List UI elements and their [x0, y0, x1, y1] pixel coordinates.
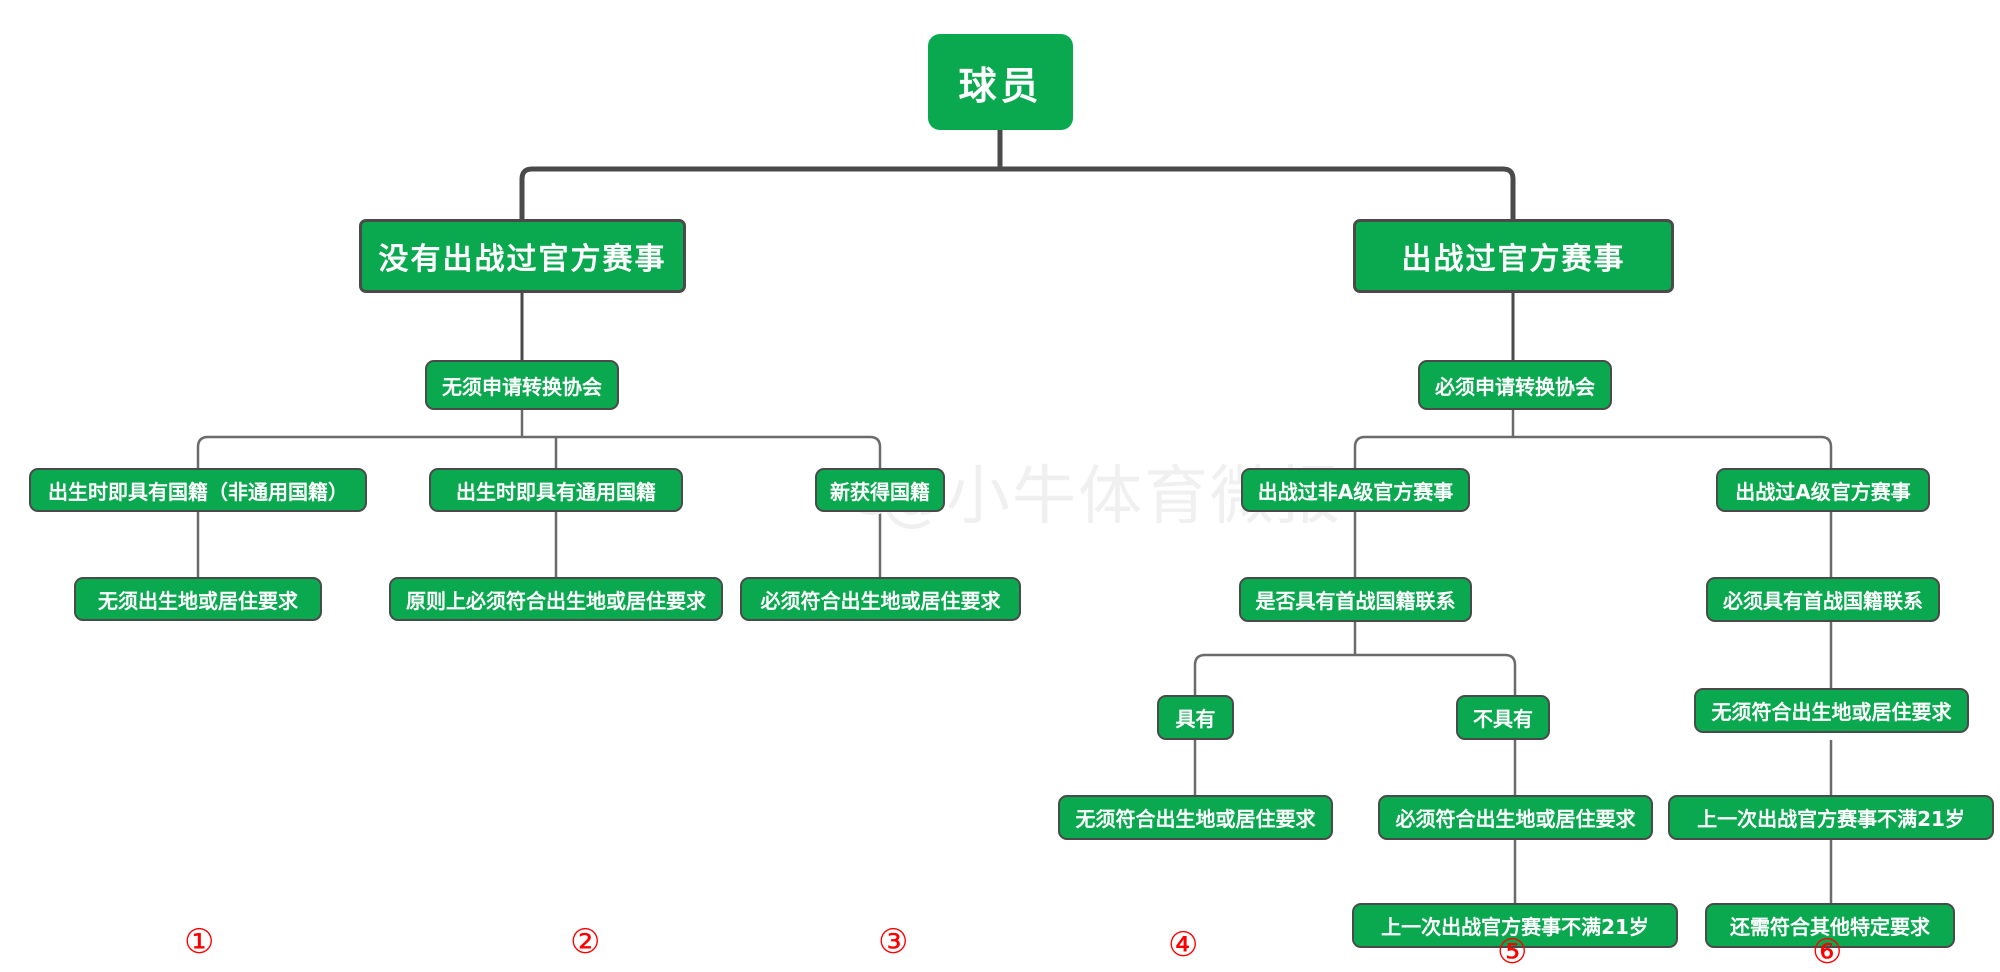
node-rule-right[interactable]: 必须申请转换协会 — [1418, 360, 1612, 410]
marker-3: ③ — [878, 922, 909, 962]
node-left-leaf-2-req-1[interactable]: 原则上必须符合出生地或居住要求 — [389, 577, 723, 621]
marker-1: ① — [184, 922, 215, 962]
node-rule-left[interactable]: 无须申请转换协会 — [425, 360, 619, 410]
node-right-leaf-2-req-2[interactable]: 无须符合出生地或居住要求 — [1694, 688, 1969, 733]
node-option-no-link-req-1[interactable]: 必须符合出生地或居住要求 — [1378, 795, 1653, 840]
marker-2: ② — [570, 922, 601, 962]
marker-6: ⑥ — [1812, 932, 1843, 972]
node-right-leaf-2-req-1[interactable]: 必须具有首战国籍联系 — [1706, 577, 1940, 622]
node-left-leaf-3[interactable]: 新获得国籍 — [815, 468, 945, 512]
node-option-has-link-req-1[interactable]: 无须符合出生地或居住要求 — [1058, 795, 1333, 840]
node-right-leaf-2-req-3[interactable]: 上一次出战官方赛事不满21岁 — [1668, 795, 1994, 840]
node-left-leaf-3-req-1[interactable]: 必须符合出生地或居住要求 — [740, 577, 1021, 621]
node-left-leaf-2[interactable]: 出生时即具有通用国籍 — [429, 468, 683, 512]
node-left-leaf-1-req-1[interactable]: 无须出生地或居住要求 — [74, 577, 322, 621]
node-left-leaf-1[interactable]: 出生时即具有国籍（非通用国籍） — [29, 468, 367, 512]
node-branch-left[interactable]: 没有出战过官方赛事 — [359, 219, 686, 293]
node-root[interactable]: 球员 — [928, 34, 1073, 130]
node-option-has-link[interactable]: 具有 — [1157, 695, 1234, 740]
marker-5: ⑤ — [1497, 932, 1528, 972]
node-option-no-link-req-2[interactable]: 上一次出战官方赛事不满21岁 — [1352, 903, 1678, 948]
node-right-leaf-2-req-4[interactable]: 还需符合其他特定要求 — [1705, 903, 1955, 948]
node-right-leaf-1-question[interactable]: 是否具有首战国籍联系 — [1239, 577, 1472, 622]
marker-4: ④ — [1168, 925, 1199, 965]
node-option-no-link[interactable]: 不具有 — [1456, 695, 1550, 740]
node-branch-right[interactable]: 出战过官方赛事 — [1353, 219, 1674, 293]
node-right-leaf-1[interactable]: 出战过非A级官方赛事 — [1241, 468, 1470, 512]
node-right-leaf-2[interactable]: 出战过A级官方赛事 — [1716, 468, 1930, 512]
